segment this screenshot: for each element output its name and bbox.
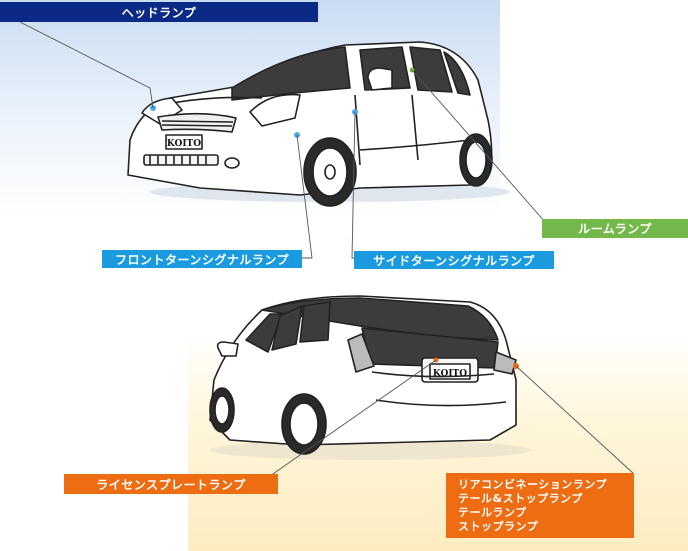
stop-lamp-item: ストップランプ (458, 519, 539, 533)
leader-side-signal (351, 111, 356, 259)
license-plate-lamp-label: ライセンスプレートランプ (64, 474, 278, 494)
rear-combination-title: リアコンビネーションランプ (458, 477, 607, 491)
leader-rear (515, 365, 635, 475)
leader-headlamp (19, 21, 154, 109)
tail-lamp-item: テールランプ (458, 505, 527, 519)
tail-stop-lamp-item: テール&ストップランプ (458, 491, 583, 505)
front-turn-signal-label: フロントターンシグナルランプ (102, 250, 302, 268)
leader-room (411, 69, 546, 223)
front-car (127, 41, 510, 207)
leader-front-signal (296, 134, 313, 259)
rear-badge-text: KOITO (433, 369, 467, 379)
room-lamp-label: ルームランプ (542, 219, 688, 238)
front-badge-text: KOITO (167, 139, 201, 149)
leader-plate (269, 359, 437, 477)
side-turn-signal-label: サイドターンシグナルランプ (354, 251, 554, 269)
headlamp-label: ヘッドランプ (0, 2, 318, 22)
rear-combination-label: リアコンビネーションランプ テール&ストップランプ テールランプ ストップランプ (446, 473, 634, 538)
rear-car (209, 295, 530, 460)
leader-lines (19, 21, 635, 477)
